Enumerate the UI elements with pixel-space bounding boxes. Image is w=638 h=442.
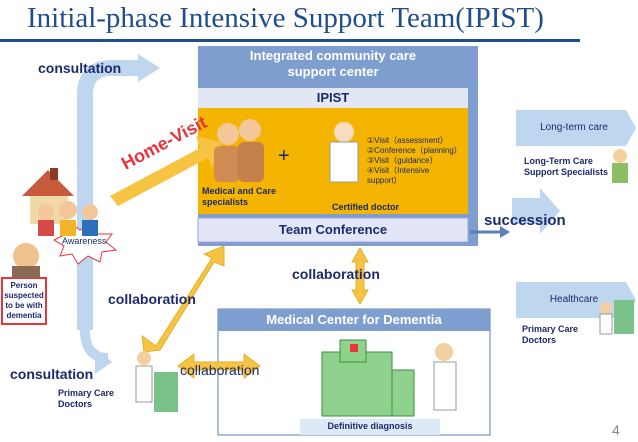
process-step: ②Conference（planning） xyxy=(367,146,462,155)
doctor-icon xyxy=(334,122,354,142)
healthcare-doctor-icon xyxy=(600,302,612,314)
ipist-header-bar xyxy=(198,88,468,108)
awareness-label: Awareness xyxy=(62,236,107,246)
page-title: Initial-phase Intensive Support Team(IPI… xyxy=(27,2,544,34)
family-icon xyxy=(38,204,54,220)
long-term-care-tag xyxy=(516,110,636,146)
collaboration-center-arrow xyxy=(351,246,369,306)
collaboration-left-label: collaboration xyxy=(108,291,196,307)
healthcare-label: Healthcare xyxy=(549,294,599,305)
dementia-center-title: Medical Center for Dementia xyxy=(266,312,442,327)
home-visit-arrow xyxy=(110,136,222,206)
long-term-care-label: Long-term care xyxy=(540,122,608,133)
diagnosis-bar xyxy=(300,419,440,435)
team-conference-bar xyxy=(197,217,469,243)
hospital-building-icon xyxy=(321,351,393,417)
succession-label: succession xyxy=(484,212,566,229)
consultation-top-label: consultation xyxy=(38,60,122,76)
primary-care-bottom-label: Primary Care Doctors xyxy=(58,388,115,409)
consultation-bottom-arrowhead xyxy=(95,348,112,374)
consultation-loop-arrow xyxy=(77,60,140,330)
person-label: Person suspected to be with dementia xyxy=(4,281,44,320)
primary-care-building-icon xyxy=(154,372,178,412)
succession-arrowhead xyxy=(500,226,510,238)
collaboration-left-arrow xyxy=(141,245,225,353)
community-center-title-line2: support center xyxy=(287,64,379,79)
elderly-person-icon xyxy=(13,243,39,269)
healthcare-doctors: Primary Care Doctors xyxy=(522,324,579,345)
care-staff-icon xyxy=(217,123,239,145)
doctor-label: Certified doctor xyxy=(332,202,400,212)
primary-care-doctor-icon xyxy=(137,351,151,365)
staff-label: Medical and Care specialists xyxy=(202,186,277,207)
collaboration-bottom-arrow xyxy=(177,353,261,379)
plus-sign: + xyxy=(278,145,290,167)
title-underline xyxy=(0,39,580,42)
succession-side-arrow xyxy=(512,188,560,234)
collaboration-bottom-label: collaboration xyxy=(180,362,260,378)
process-steps: ①Visit（assessment） ②Conference（planning）… xyxy=(367,136,467,186)
process-step: ③Visit（guidance） xyxy=(367,156,438,165)
collaboration-center-label: collaboration xyxy=(292,266,380,282)
consultation-top-arrowhead xyxy=(138,54,160,82)
team-conference-label: Team Conference xyxy=(278,222,388,237)
consultation-bottom-label: consultation xyxy=(10,366,94,382)
care-specialist-icon xyxy=(613,149,627,163)
process-step: support） xyxy=(367,176,402,185)
process-step: ①Visit（assessment） xyxy=(367,136,448,145)
community-center-title: Integrated community care support center xyxy=(198,48,468,80)
page-number: 4 xyxy=(612,422,620,438)
healthcare-building-icon xyxy=(614,300,634,334)
diagnosis-label: Definitive diagnosis xyxy=(327,421,413,431)
ipist-label: IPIST xyxy=(316,90,350,105)
dementia-center-header xyxy=(218,309,490,331)
consultation-bottom-line xyxy=(80,329,109,363)
community-center-title-line1: Integrated community care xyxy=(249,48,417,63)
long-term-care-specialists: Long-Term Care Support Specialists xyxy=(524,156,609,177)
process-step: ④Visit（Intensive xyxy=(367,166,430,175)
house-icon xyxy=(22,170,74,196)
dementia-doctor-icon xyxy=(435,343,453,361)
